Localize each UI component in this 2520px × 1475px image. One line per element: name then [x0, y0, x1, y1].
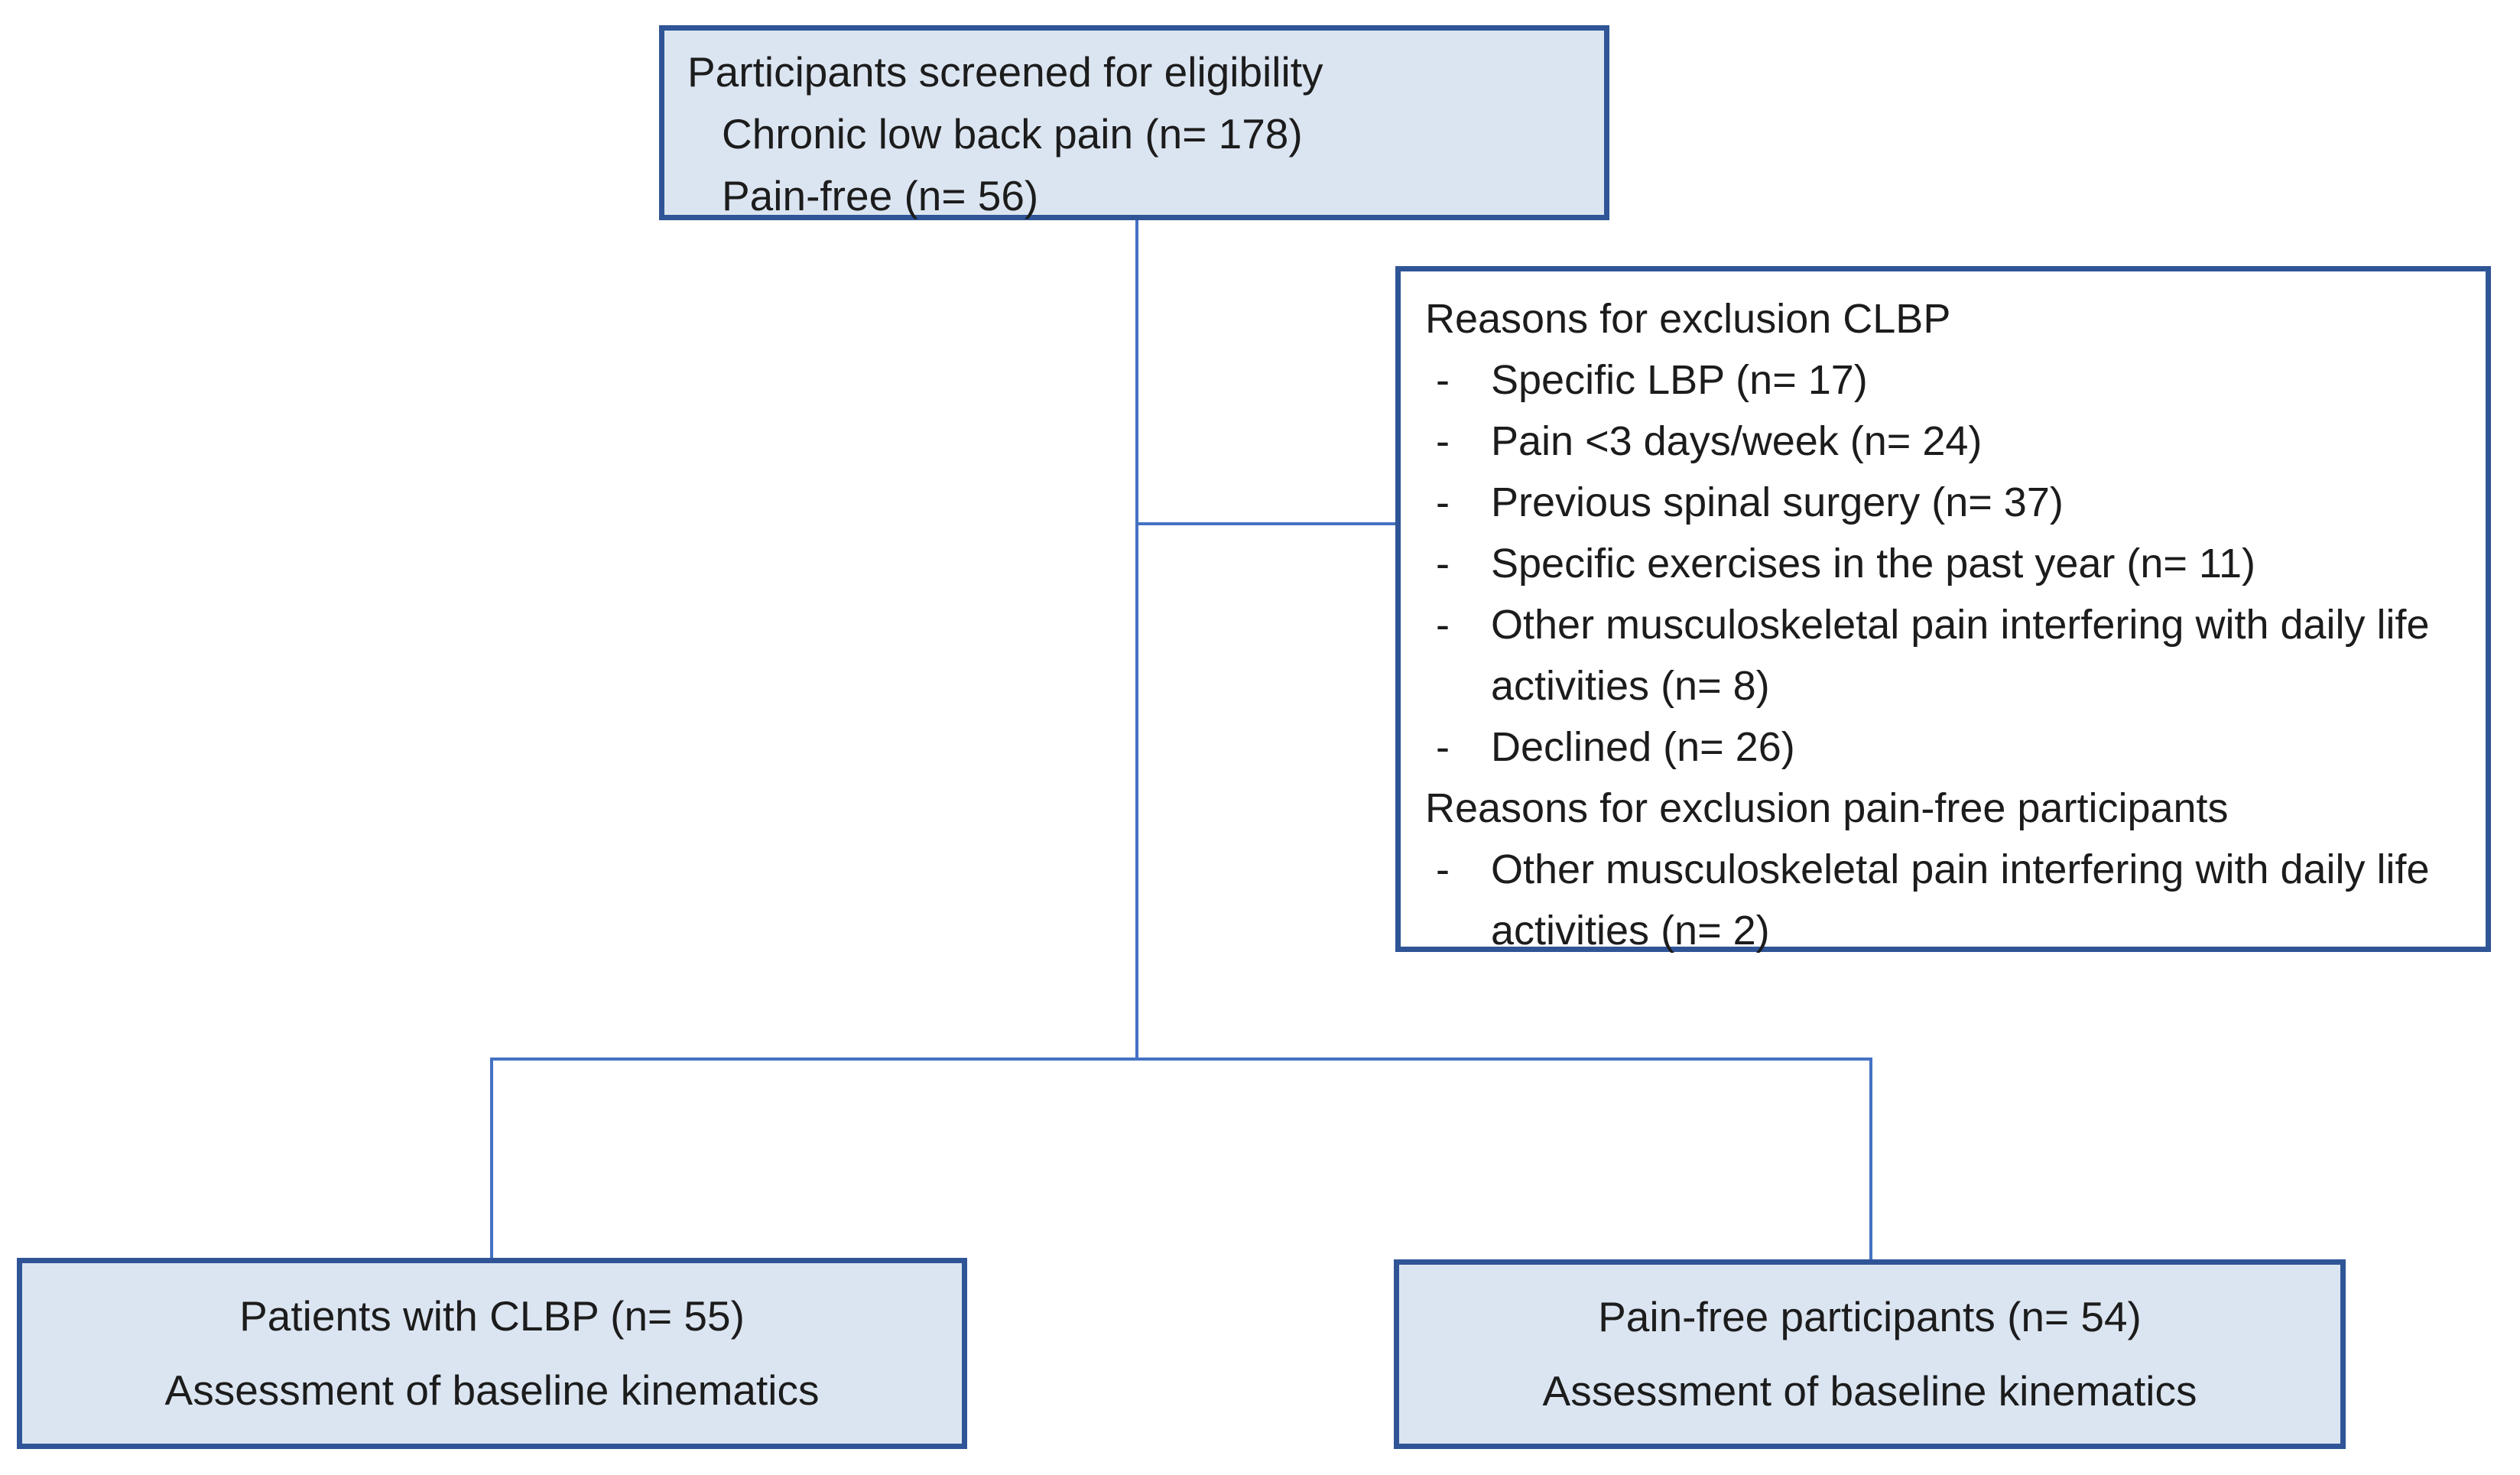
painfree-group-line2: Assessment of baseline kinematics	[1542, 1367, 2197, 1415]
dash-bullet: -	[1436, 846, 1450, 892]
exclusion-item-text: Previous spinal surgery (n= 37)	[1491, 479, 2064, 525]
connector-drop-right	[1869, 1058, 1872, 1259]
exclusion-painfree-item: - Other musculoskeletal pain interfering…	[1425, 839, 2467, 961]
dash-bullet: -	[1436, 602, 1450, 648]
dash-bullet: -	[1436, 724, 1450, 770]
screening-line-clbp: Chronic low back pain (n= 178)	[722, 110, 1303, 158]
exclusion-clbp-item: - Previous spinal surgery (n= 37)	[1425, 472, 2467, 533]
exclusion-clbp-list: - Specific LBP (n= 17) - Pain <3 days/we…	[1425, 349, 2467, 778]
exclusion-box: Reasons for exclusion CLBP - Specific LB…	[1395, 266, 2491, 954]
exclusion-item-text: Specific exercises in the past year (n= …	[1491, 541, 2255, 586]
exclusion-clbp-header: Reasons for exclusion CLBP	[1425, 296, 1951, 342]
screening-line-title: Participants screened for eligibility	[687, 48, 1323, 96]
dash-bullet: -	[1436, 357, 1450, 403]
exclusion-clbp-item: - Other musculoskeletal pain interfering…	[1425, 594, 2467, 716]
exclusion-item-text: Other musculoskeletal pain interfering w…	[1491, 602, 2430, 709]
connector-drop-left	[490, 1058, 493, 1258]
clbp-group-line2: Assessment of baseline kinematics	[164, 1366, 820, 1414]
connector-branch-to-exclusion	[1137, 522, 1395, 525]
exclusion-clbp-item: - Specific LBP (n= 17)	[1425, 349, 2467, 411]
dash-bullet: -	[1436, 418, 1450, 464]
exclusion-painfree-header: Reasons for exclusion pain-free particip…	[1425, 785, 2229, 831]
connector-horizontal-split	[490, 1058, 1872, 1061]
painfree-group-line1: Pain-free participants (n= 54)	[1598, 1293, 2142, 1340]
painfree-group-box: Pain-free participants (n= 54) Assessmen…	[1394, 1259, 2346, 1449]
exclusion-clbp-item: - Pain <3 days/week (n= 24)	[1425, 411, 2467, 472]
clbp-group-line1: Patients with CLBP (n= 55)	[239, 1292, 745, 1340]
exclusion-item-text: Pain <3 days/week (n= 24)	[1491, 418, 1983, 464]
connector-vertical-main	[1135, 220, 1138, 1059]
screening-box: Participants screened for eligibility Ch…	[659, 25, 1609, 220]
exclusion-item-text: Specific LBP (n= 17)	[1491, 357, 1868, 403]
exclusion-clbp-item: - Declined (n= 26)	[1425, 716, 2467, 778]
clbp-group-box: Patients with CLBP (n= 55) Assessment of…	[17, 1258, 967, 1449]
exclusion-clbp-item: - Specific exercises in the past year (n…	[1425, 533, 2467, 594]
dash-bullet: -	[1436, 541, 1450, 586]
exclusion-painfree-list: - Other musculoskeletal pain interfering…	[1425, 839, 2467, 961]
dash-bullet: -	[1436, 479, 1450, 525]
exclusion-item-text: Declined (n= 26)	[1491, 724, 1795, 770]
screening-line-painfree: Pain-free (n= 56)	[722, 172, 1039, 219]
exclusion-item-text: Other musculoskeletal pain interfering w…	[1491, 846, 2430, 954]
